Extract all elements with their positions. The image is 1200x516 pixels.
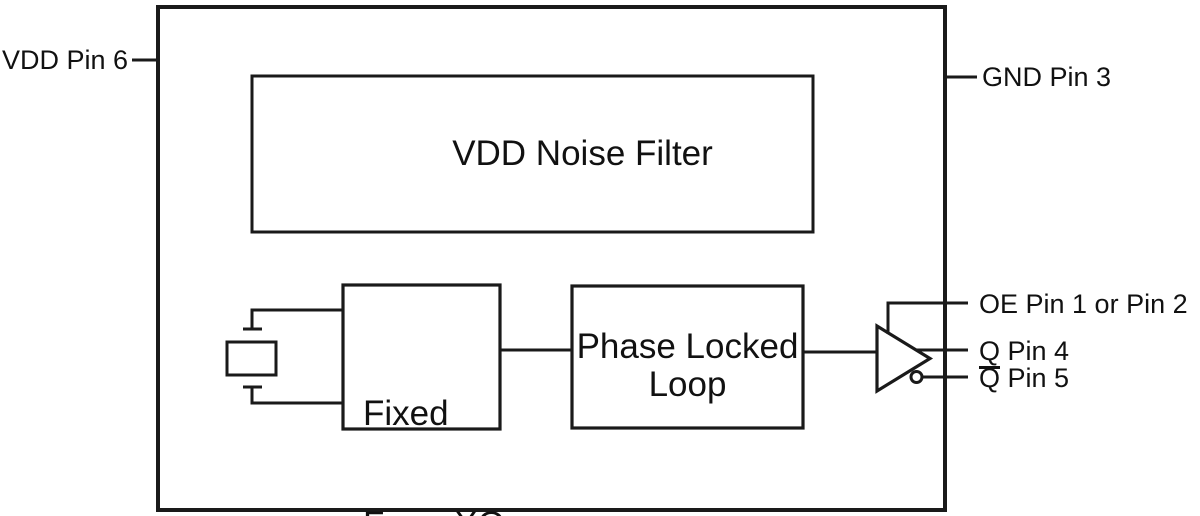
fixed-freq-xo-label: Fixed Freq. XO <box>363 321 505 516</box>
fixed-freq-xo-label-line2: Freq. XO <box>363 506 505 516</box>
fixed-freq-xo-box <box>341 283 502 431</box>
inverting-output-bubble-icon <box>909 370 924 384</box>
qbar-pin-label: Q Pin 5 <box>979 364 1069 392</box>
vdd-noise-filter-box <box>250 74 815 234</box>
qbar-overlined-letter: Q <box>979 363 1001 393</box>
gnd-pin-label: GND Pin 3 <box>982 62 1112 92</box>
pll-label: Phase Locked Loop <box>572 286 803 428</box>
oe-pin-label: OE Pin 1 or Pin 2 <box>979 289 1188 319</box>
output-buffer-triangle-icon <box>875 323 934 394</box>
qbar-pin-label-rest: Pin 5 <box>1000 363 1070 393</box>
pll-label-line2: Loop <box>648 365 727 404</box>
chip-outline <box>156 5 947 512</box>
vdd-noise-filter-label: VDD Noise Filter <box>452 134 713 173</box>
pll-box <box>570 284 805 430</box>
fixed-freq-xo-label-line1: Fixed <box>363 394 449 433</box>
pll-label-line1: Phase Locked <box>576 327 799 366</box>
q-pin-label: Q Pin 4 <box>979 336 1070 366</box>
vdd-pin-label: VDD Pin 6 <box>1 45 128 75</box>
crystal-resonator-icon <box>225 340 278 377</box>
oe-wire <box>886 301 968 334</box>
crystal-top-wire <box>250 308 343 329</box>
crystal-bottom-wire <box>250 387 343 405</box>
